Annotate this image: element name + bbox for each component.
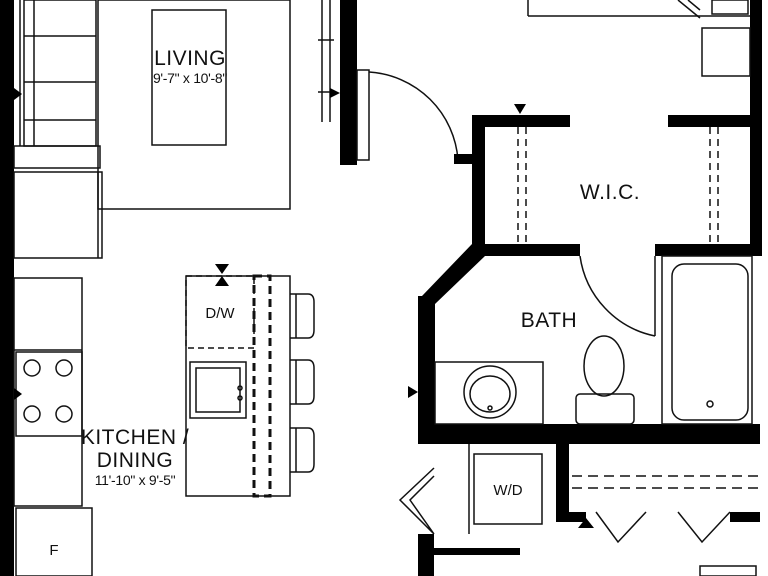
wic-label: W.I.C. bbox=[579, 181, 641, 204]
dishwasher-label: D/W bbox=[205, 305, 235, 322]
sofa bbox=[13, 0, 101, 169]
wall-marker-icon bbox=[14, 88, 22, 100]
bathtub bbox=[661, 255, 753, 425]
dining-label: DINING bbox=[96, 449, 174, 472]
rug bbox=[97, 0, 291, 210]
washer-dryer-label: W/D bbox=[493, 482, 523, 499]
closet-shelf bbox=[699, 565, 757, 576]
toilet bbox=[575, 335, 635, 425]
wic-rods bbox=[517, 127, 719, 244]
stools bbox=[290, 293, 315, 473]
vanity bbox=[434, 361, 544, 425]
entry-door bbox=[356, 69, 472, 164]
tv-console bbox=[13, 171, 103, 259]
bedroom-furniture bbox=[527, 0, 751, 77]
wic-marker-icon bbox=[514, 104, 526, 114]
closet-doors bbox=[578, 511, 731, 544]
coffee-table bbox=[151, 9, 227, 146]
living-room-label: LIVING bbox=[154, 47, 226, 70]
fridge-label: F bbox=[49, 542, 59, 559]
laundry bbox=[398, 444, 543, 535]
bath-marker-icon bbox=[408, 386, 418, 398]
fridge bbox=[15, 507, 93, 576]
range bbox=[14, 351, 83, 437]
coat-shelf bbox=[318, 0, 340, 122]
living-room-dimensions: 9'-7" x 10'-8" bbox=[152, 70, 228, 86]
island bbox=[185, 264, 291, 498]
bath-door bbox=[579, 255, 656, 337]
closet-rods bbox=[572, 475, 758, 489]
bath-label: BATH bbox=[520, 309, 578, 332]
kitchen-dimensions: 11'-10" x 9'-5" bbox=[94, 472, 176, 488]
kitchen-label: KITCHEN / bbox=[80, 426, 190, 449]
